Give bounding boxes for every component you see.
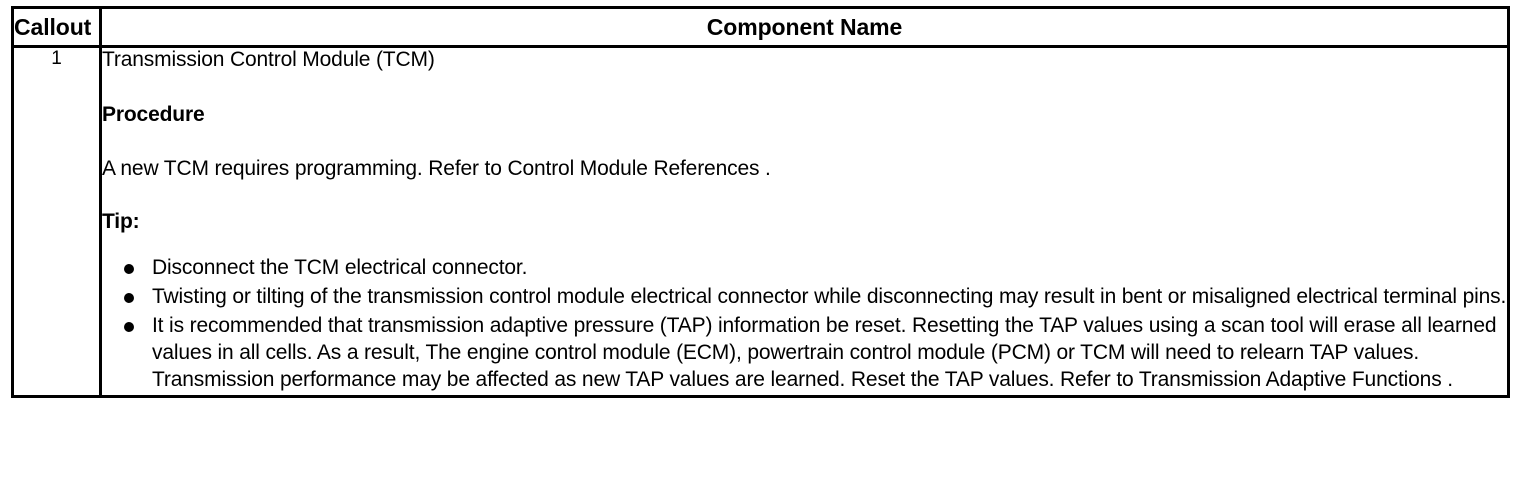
list-item: Twisting or tilting of the transmission … [102, 284, 1507, 311]
table-row: 1 Transmission Control Module (TCM) Proc… [11, 44, 1510, 399]
tip-heading: Tip: [102, 210, 140, 234]
component-callout-table: Callout Component Name 1 Transmission Co… [11, 6, 1510, 399]
component-title: Transmission Control Module (TCM) [102, 48, 435, 71]
table-header-row: Callout Component Name [11, 6, 1510, 48]
procedure-heading: Procedure [102, 102, 205, 126]
list-item: Disconnect the TCM electrical connector. [102, 255, 1507, 282]
list-item-text: Disconnect the TCM electrical connector. [152, 256, 528, 280]
callout-number-cell: 1 [11, 44, 102, 399]
column-header-component-name: Component Name [99, 6, 1510, 48]
bullet-icon [124, 292, 134, 303]
bullet-icon [124, 321, 134, 332]
tip-list: Disconnect the TCM electrical connector.… [102, 255, 1507, 393]
procedure-text: A new TCM requires programming. Refer to… [102, 156, 771, 180]
table-header: Callout Component Name [11, 6, 1510, 48]
component-detail-cell: Transmission Control Module (TCM) Proced… [99, 44, 1510, 399]
list-item: It is recommended that transmission adap… [102, 313, 1507, 394]
column-header-callout: Callout [11, 6, 102, 48]
list-item-text: It is recommended that transmission adap… [152, 313, 1497, 391]
list-item-text: Twisting or tilting of the transmission … [152, 284, 1507, 308]
table-body: 1 Transmission Control Module (TCM) Proc… [11, 44, 1510, 399]
bullet-icon [124, 264, 134, 275]
